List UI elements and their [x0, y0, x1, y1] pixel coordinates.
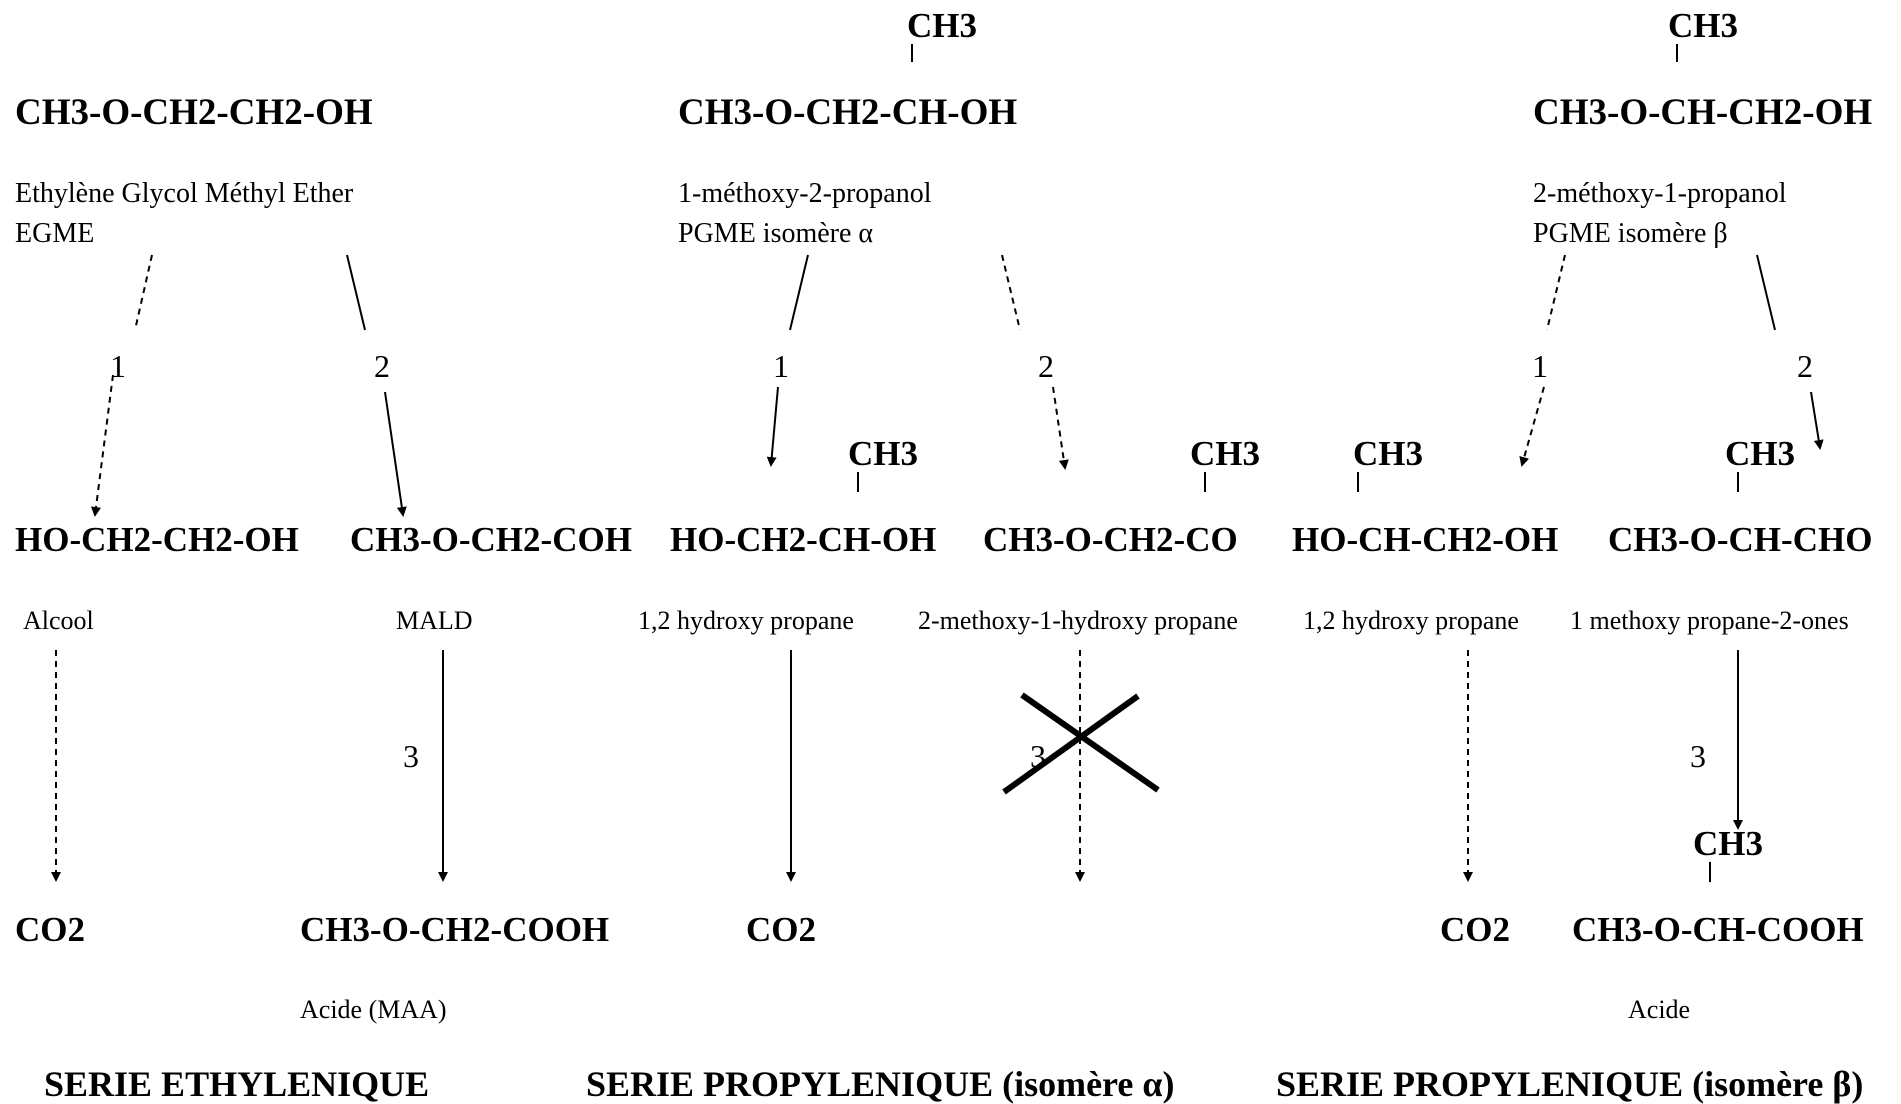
beta-prod2-formula: CH3-O-CH-CHO — [1608, 520, 1873, 559]
alpha-methyl-group: CH3 — [907, 6, 977, 45]
ege-path1-number: 1 — [110, 348, 126, 384]
alpha-path1-number: 1 — [773, 348, 789, 384]
beta-path1-number: 1 — [1532, 348, 1548, 384]
beta-prod2-label: 1 methoxy propane-2-ones — [1570, 606, 1849, 635]
beta-path2-upper — [1756, 254, 1776, 331]
beta-isomer-label: PGME isomère β — [1533, 218, 1728, 249]
beta-path1-upper-dashed — [1546, 254, 1566, 331]
ege-path3-number: 3 — [403, 738, 419, 774]
beta-methyl-group: CH3 — [1668, 6, 1738, 45]
alpha-final-co2: CO2 — [746, 910, 816, 949]
ege-path1-upper-dashed — [134, 254, 153, 331]
ege-path1-arrow-dashed — [91, 374, 114, 517]
beta-final-methyl: CH3 — [1693, 824, 1763, 863]
egme-name: Ethylène Glycol Méthyl Ether — [15, 178, 354, 209]
alpha-formula: CH3-O-CH2-CH-OH — [678, 92, 1018, 133]
alpha-path3-number: 3 — [1030, 738, 1046, 774]
alpha-name: 1-méthoxy-2-propanol — [678, 178, 932, 209]
beta-final-acid-formula: CH3-O-CH-COOH — [1572, 910, 1864, 949]
series-propylenic-alpha-title: SERIE PROPYLENIQUE (isomère α) — [586, 1064, 1175, 1104]
blocked-pathway-cross — [1002, 692, 1160, 795]
ege-path2-number: 2 — [374, 348, 390, 384]
beta-prod1-formula: HO-CH-CH2-OH — [1292, 520, 1559, 559]
alpha-path1-arrow — [766, 386, 779, 467]
beta-name: 2-méthoxy-1-propanol — [1533, 178, 1787, 209]
ege-path2-upper — [346, 254, 366, 331]
alpha-prod1-label: 1,2 hydroxy propane — [638, 606, 854, 635]
beta-formula: CH3-O-CH-CH2-OH — [1533, 92, 1873, 133]
beta-final-acid-label: Acide — [1628, 995, 1691, 1024]
alpha-path1-upper — [789, 254, 809, 331]
series-ethylenic-title: SERIE ETHYLENIQUE — [44, 1064, 430, 1104]
alpha-prod2-formula: CH3-O-CH2-CO — [983, 520, 1238, 559]
beta-final-co2: CO2 — [1440, 910, 1510, 949]
beta-prod2-methyl: CH3 — [1725, 434, 1795, 473]
ege-alcool-formula: HO-CH2-CH2-OH — [15, 520, 299, 559]
beta-path1-arrow-dashed — [1519, 386, 1545, 467]
egme-abbrev: EGME — [15, 218, 95, 249]
alpha-path2-upper-dashed — [1001, 254, 1021, 331]
alpha-path2-arrow-dashed — [1052, 386, 1069, 470]
ege-final-maa-label: Acide (MAA) — [300, 995, 447, 1024]
alpha-prod1-methyl: CH3 — [848, 434, 918, 473]
beta-path3-number: 3 — [1690, 738, 1706, 774]
beta-prod1-methyl: CH3 — [1353, 434, 1423, 473]
ege-mald-label: MALD — [396, 606, 473, 635]
ege-path2-arrow — [384, 391, 407, 517]
series-propylenic-beta-title: SERIE PROPYLENIQUE (isomère β) — [1276, 1064, 1864, 1104]
alpha-isomer-label: PGME isomère α — [678, 218, 874, 249]
beta-path2-number: 2 — [1797, 348, 1813, 384]
ege-final-co2: CO2 — [15, 910, 85, 949]
ege-alcool-label: Alcool — [23, 606, 94, 635]
alpha-prod1-formula: HO-CH2-CH-OH — [670, 520, 937, 559]
ege-final-maa-formula: CH3-O-CH2-COOH — [300, 910, 610, 949]
ege-mald-formula: CH3-O-CH2-COH — [350, 520, 632, 559]
beta-prod1-label: 1,2 hydroxy propane — [1303, 606, 1519, 635]
beta-path2-arrow — [1810, 391, 1824, 450]
egme-formula: CH3-O-CH2-CH2-OH — [15, 92, 373, 133]
alpha-path2-number: 2 — [1038, 348, 1054, 384]
alpha-prod2-label: 2-methoxy-1-hydroxy propane — [918, 606, 1238, 635]
alpha-prod2-methyl: CH3 — [1190, 434, 1260, 473]
